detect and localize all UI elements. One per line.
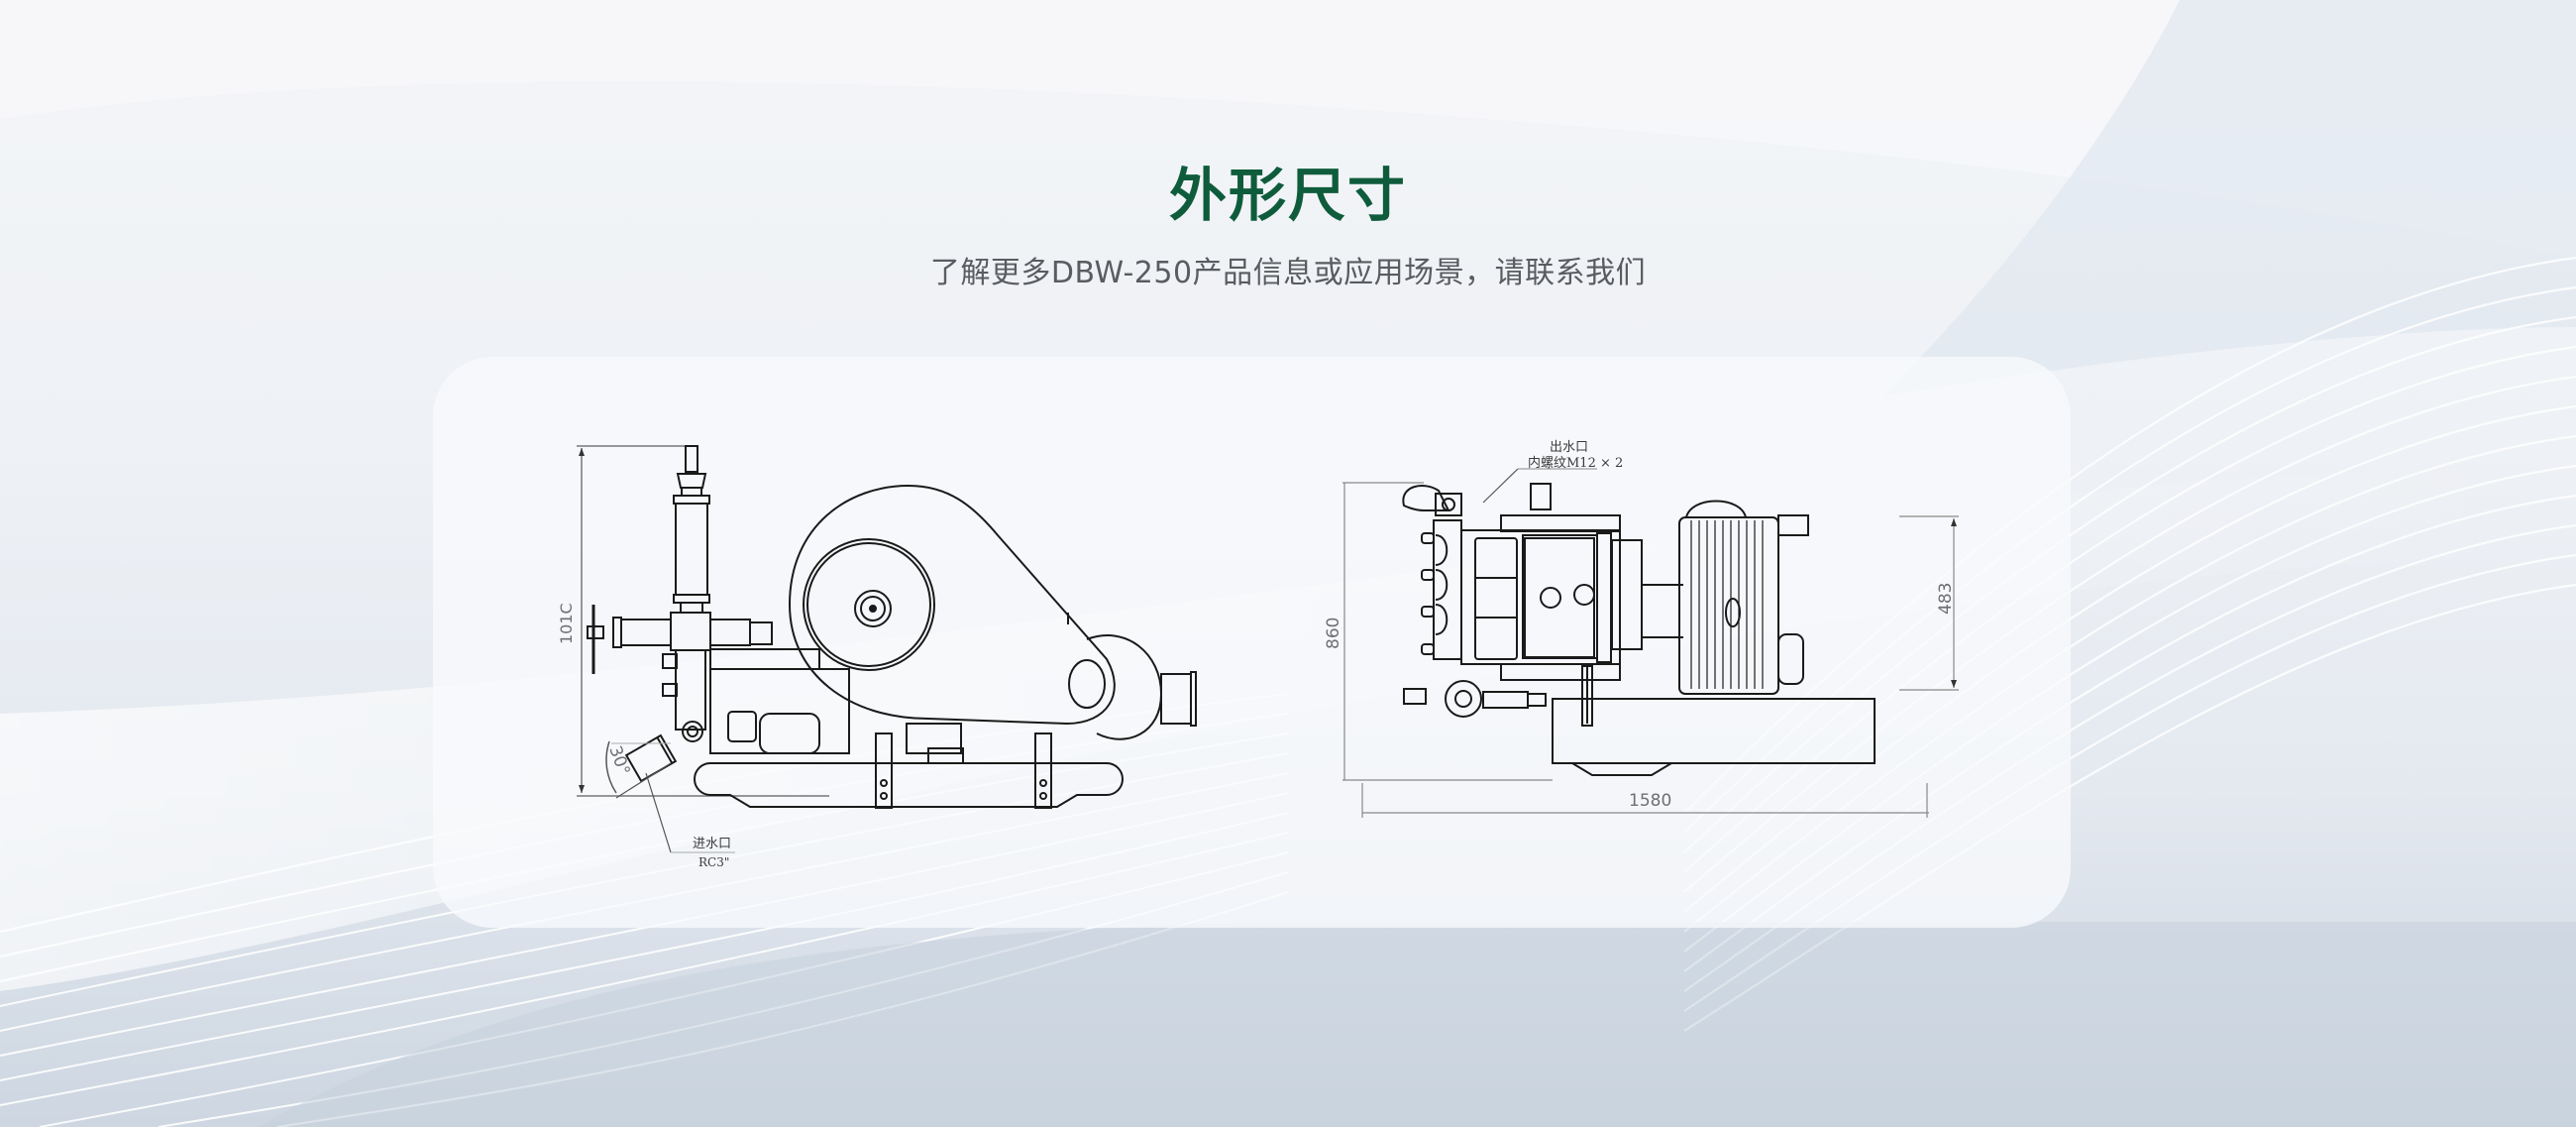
dimension-drawing-card: 101C 30° 进水口 RC3" (433, 357, 2071, 928)
top-depth-dimension: 860 (1324, 618, 1343, 649)
top-view-drawing (1342, 468, 1959, 818)
top-length-dimension: 1580 (1629, 791, 1671, 811)
outlet-label: 出水口 (1550, 440, 1588, 455)
inlet-spec: RC3" (698, 855, 729, 869)
page-subtitle: 了解更多DBW-250产品信息或应用场景，请联系我们 (929, 256, 1647, 290)
side-height-dimension: 101C (557, 603, 576, 644)
inlet-angle-dimension: 30° (604, 743, 633, 778)
dimension-drawings: 101C 30° 进水口 RC3" (557, 440, 1959, 869)
outlet-spec: 内螺纹M12 × 2 (1528, 455, 1623, 471)
top-width-dimension: 483 (1936, 583, 1956, 615)
inlet-label: 进水口 (693, 837, 731, 851)
side-view-drawing (577, 445, 1197, 853)
page-title: 外形尺寸 (1168, 162, 1407, 229)
